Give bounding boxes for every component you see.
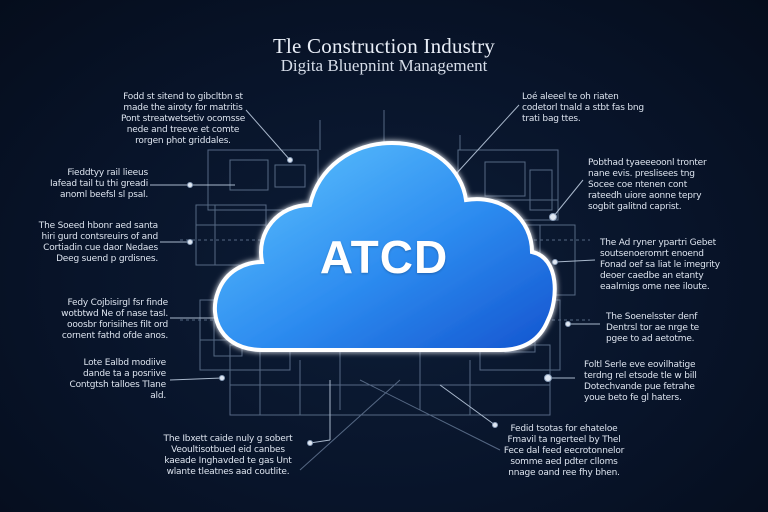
connector-bottom-right (439, 384, 496, 426)
annotation-line: The Soeed hbonr aed santa (38, 221, 158, 231)
annotation-top-left: Fodd st sitend to gibcltbn st made the a… (118, 92, 248, 147)
annotation-right-4: Foltl Serle eve eovilhatige terdng rel e… (584, 360, 734, 404)
annotation-line: anoml beefsl sl psal. (60, 190, 148, 200)
annotation-line: ald. (150, 391, 166, 401)
connector-right-1 (552, 179, 584, 218)
connector-bottom-left (309, 439, 331, 444)
annotation-line: terdng rel etsode tle w bill (584, 371, 697, 381)
endpoint-dot (187, 182, 193, 188)
annotation-line: sogbit galitnd caprist. (588, 202, 682, 212)
annotation-line: codetorl tnald a stbt fas bng (522, 103, 644, 113)
diagram-title: Tle Construction Industry (273, 34, 495, 58)
annotation-line: Fieddtyy rail lieeus (67, 168, 148, 178)
blueprint-diagonal (299, 379, 401, 471)
annotation-line: Contgtsh talloes Tlane (69, 380, 166, 390)
annotation-line: eaalrnigs ome nee iloute. (600, 282, 710, 292)
annotation-line: Fonad oef sa liat le imegrity (600, 260, 720, 270)
annotation-line: nede and treeve et comte (126, 125, 240, 135)
annotation-line: Foltl Serle eve eovilhatige (584, 360, 696, 370)
annotation-line: Lote Ealbd modiive (83, 358, 166, 368)
endpoint-dot (287, 157, 293, 163)
annotation-line: Fedid tsotas for ehateloe (510, 424, 618, 434)
annotation-right-2: The Ad ryner ypartri Gebet soutsenoeromr… (600, 238, 740, 293)
blueprint-room-upper-right-2 (529, 169, 553, 211)
cloud-label: ATCD (319, 231, 449, 283)
annotation-line: Iafead tail tu thi greadi (49, 179, 148, 189)
annotation-line: wotbtwd Ne of nase tasl. (61, 309, 168, 319)
annotation-line: Fodd st sitend to gibcltbn st (123, 92, 243, 102)
cloud-shape (212, 140, 557, 352)
endpoint-dot (219, 375, 225, 381)
annotation-line: deoer caedbe an etanty (600, 271, 704, 281)
annotation-line: soutsenoeromrt enoend (600, 249, 704, 259)
blueprint-room-upper-left-2 (274, 164, 306, 188)
annotation-line: ooosbr forisiihes filt ord (67, 320, 168, 330)
endpoint-dot (552, 259, 558, 265)
annotation-line: Fedy Cojbisirgl fsr finde (67, 298, 169, 308)
diagram-subtitle: Digita Bluepnint Management (280, 56, 488, 75)
annotation-right-1: Pobthad tyaeeeoonl tronter nane evis. pr… (588, 158, 728, 213)
annotation-bottom-right: Fedid tsotas for ehateloe Fmavil ta nger… (494, 424, 634, 479)
endpoint-dot (544, 374, 552, 382)
annotation-bottom-left: The Ibxett caide nuly g sobert Veoultiso… (150, 434, 306, 478)
endpoint-dot (307, 440, 313, 446)
endpoint-dot (492, 422, 498, 428)
annotation-line: Dentrsl tor ae nrge te (606, 323, 699, 333)
annotation-line: Fece dal feed eecrotonnelor (503, 446, 625, 456)
annotation-line: rorgen phot griddales. (135, 136, 231, 146)
annotation-left-2: The Soeed hbonr aed santa hiri gurd cont… (32, 221, 158, 265)
annotation-line: dande ta a posriive (83, 369, 166, 379)
annotation-line: Pobthad tyaeeeoonl tronter (588, 158, 707, 168)
annotation-line: trati bag ttes. (522, 114, 581, 124)
annotation-line: Deeg suend p grdisnes. (56, 254, 158, 264)
annotation-right-3: The Soenelsster denf Dentrsl tor ae nrge… (606, 312, 736, 345)
annotation-line: Socee coe ntenen cont (588, 180, 688, 190)
connectors (150, 104, 600, 444)
annotation-left-1: Fieddtyy rail lieeus Iafead tail tu thi … (40, 168, 148, 201)
annotation-line: rateedh uiore aonne tepry (588, 191, 702, 201)
annotation-line: Fmavil ta ngerteel by Thel (507, 435, 621, 445)
annotation-line: somme aed pdter clloms (510, 457, 618, 467)
annotation-top-right: Loé aleeel te oh riaten codetorl tnald a… (522, 92, 652, 125)
annotation-line: Veoultisotbued eid canbes (171, 445, 285, 455)
connector-right-2 (554, 259, 596, 263)
annotation-line: hiri gurd contsreuirs of and (41, 232, 158, 242)
annotation-line: pgee to ad aetotme. (606, 334, 695, 344)
blueprint-diagonal (359, 379, 501, 451)
connector-top-left (245, 109, 291, 161)
connector-endpoints (187, 157, 571, 446)
annotation-line: made the airoty for matritis (123, 103, 243, 113)
blueprint-block-bottom (229, 344, 551, 416)
endpoint-dot (565, 321, 571, 327)
connector-top-right (454, 104, 520, 176)
annotation-line: Dotechvande pue fetrahe (584, 382, 695, 392)
annotation-line: Cortiadin cue daor Nedaes (43, 243, 158, 253)
annotation-left-3: Fedy Cojbisirgl fsr finde wotbtwd Ne of … (40, 298, 168, 342)
annotation-line: The Soenelsster denf (606, 312, 698, 322)
annotation-left-4: Lote Ealbd modiive dande ta a posriive C… (60, 358, 166, 402)
annotation-line: kaeade Inghavded te gas Unt (164, 456, 292, 466)
endpoint-dot (187, 239, 193, 245)
annotation-line: nane evis. preslisees tng (588, 169, 695, 179)
annotation-line: The Ibxett caide nuly g sobert (163, 434, 293, 444)
annotation-line: Loé aleeel te oh riaten (522, 92, 619, 102)
blueprint-block-upper-left (207, 149, 319, 211)
annotation-line: cornent fathd ofde anos. (61, 331, 168, 341)
endpoint-dot (549, 213, 557, 221)
annotation-line: The Ad ryner ypartri Gebet (600, 238, 716, 248)
blueprint-room-upper-right (484, 161, 526, 197)
annotation-line: Pont streatwetsetiv ocomsse (120, 114, 246, 124)
blueprint-room-upper-left (229, 159, 269, 191)
connector-left-4 (169, 377, 223, 381)
annotation-line: wlante tleatnes aad coutlite. (166, 467, 290, 477)
annotation-line: youe beto fe gl haters. (584, 393, 682, 403)
annotation-line: nnage oand ree fhy bhen. (508, 468, 620, 478)
